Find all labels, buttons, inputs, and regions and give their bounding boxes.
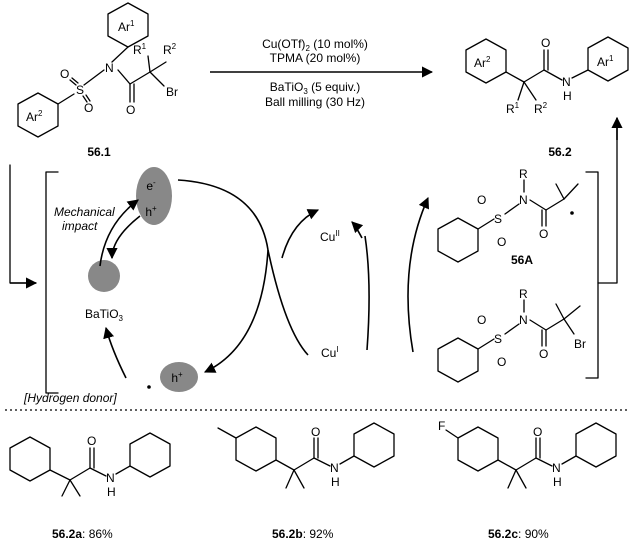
ar2-label: Ar2: [26, 109, 43, 124]
n-atom-product: N: [562, 75, 571, 89]
condition-2: TPMA (20 mol%): [270, 51, 361, 65]
right-arc-outer: [407, 196, 429, 353]
condition-1: Cu(OTf)2 (10 mol%): [262, 37, 368, 53]
n-atom-sub: N: [519, 313, 528, 327]
reactant-label: 56.1: [87, 145, 111, 159]
batio3-label: BaTiO3: [85, 307, 124, 323]
o-atom-sub-3: O: [539, 347, 548, 361]
mechanical-label: Mechanical: [54, 205, 115, 219]
cycle-arc-top: [177, 179, 269, 251]
hydrogen-donor-arrow: [103, 326, 127, 379]
hole-particle-oval: [160, 362, 198, 392]
r1-label-product: R1: [506, 101, 520, 116]
fluorine-atom: F: [438, 419, 445, 433]
electron-label: e-: [146, 178, 156, 193]
right-flow-line: [597, 117, 618, 284]
h-atom-b: H: [331, 475, 340, 489]
o-atom-c: O: [533, 425, 542, 439]
r2-label: R2: [163, 42, 177, 57]
cycle-arc-bottom: [203, 249, 269, 373]
product-56-2c: F O N H: [438, 419, 617, 489]
o-atom-56a-3: O: [539, 227, 548, 241]
left-bracket: [45, 171, 59, 394]
n-atom-56a: N: [519, 193, 528, 207]
s-atom-56a: S: [494, 212, 502, 226]
n-atom: N: [105, 61, 114, 75]
product-label: 56.2: [548, 145, 572, 159]
o-atom-1: O: [60, 67, 69, 81]
ar1-label: Ar1: [118, 19, 135, 34]
ar1-label-product: Ar1: [597, 54, 614, 69]
radical-dot-56a: [570, 211, 574, 215]
right-arc-inner: [364, 235, 370, 351]
cu-i-label: CuI: [321, 345, 339, 360]
reactant-56-1: Ar1 N S O O Ar2 O R1 R2 Br: [17, 2, 178, 138]
n-atom-a: N: [106, 471, 115, 485]
hole-label-top: h+: [145, 204, 157, 219]
product-56-2a: O N H: [9, 432, 171, 499]
o-atom-sub-1: O: [477, 313, 486, 327]
br-label: Br: [166, 85, 178, 99]
n-atom-b: N: [330, 461, 339, 475]
impact-label: impact: [62, 219, 98, 233]
cu-oxidation-branch: [281, 209, 320, 259]
r-label-sub: R: [519, 287, 528, 301]
o-atom-56a-1: O: [477, 193, 486, 207]
s-atom: S: [76, 83, 84, 97]
o-atom-56a-2: O: [497, 235, 506, 249]
cu-ii-label: CuII: [320, 229, 340, 244]
product-a-caption: 56.2a: 86%: [52, 527, 113, 541]
relaxation-arrow: [106, 215, 141, 260]
hydrogen-donor-label: [Hydrogen donor]: [23, 391, 117, 405]
hole-label-bottom: h+: [171, 370, 183, 385]
o-atom-sub-2: O: [497, 355, 506, 369]
excited-particle-oval: [136, 167, 172, 225]
o-atom-3: O: [126, 103, 135, 117]
product-c-caption: 56.2c: 90%: [488, 527, 549, 541]
product-56-2: Ar2 R1 R2 O N H Ar1: [465, 36, 629, 116]
s-atom-sub: S: [494, 332, 502, 346]
excitation-arrow: [99, 199, 139, 267]
left-flow-line: [9, 164, 37, 284]
br-label-sub: Br: [574, 337, 586, 351]
cu-reduction-curve: [267, 249, 309, 356]
r-label-56a: R: [519, 167, 528, 181]
r2-label-product: R2: [534, 101, 548, 116]
ar2-label-product: Ar2: [474, 55, 491, 70]
o-atom-2: O: [84, 101, 93, 115]
intermediate-label: 56A: [511, 253, 533, 267]
o-atom-a: O: [87, 434, 96, 448]
radical-dot-donor: [147, 385, 151, 389]
n-atom-c: N: [552, 461, 561, 475]
intermediate-56A: S O O N R O: [437, 167, 579, 263]
o-atom-b: O: [311, 425, 320, 439]
o-atom-product: O: [541, 36, 550, 50]
r1-label: R1: [133, 42, 147, 57]
h-atom-c: H: [553, 475, 562, 489]
condition-3: BaTiO3 (5 equiv.): [270, 80, 360, 96]
product-b-caption: 56.2b: 92%: [272, 527, 334, 541]
condition-4: Ball milling (30 Hz): [265, 95, 365, 109]
right-bracket: [585, 171, 599, 379]
h-atom-product: H: [563, 89, 572, 103]
batio3-particle: [88, 260, 120, 292]
h-atom-a: H: [107, 485, 116, 499]
product-56-2b: O N H: [217, 422, 395, 489]
cycle-substrate-bromide: S O O N R O Br: [437, 287, 586, 383]
